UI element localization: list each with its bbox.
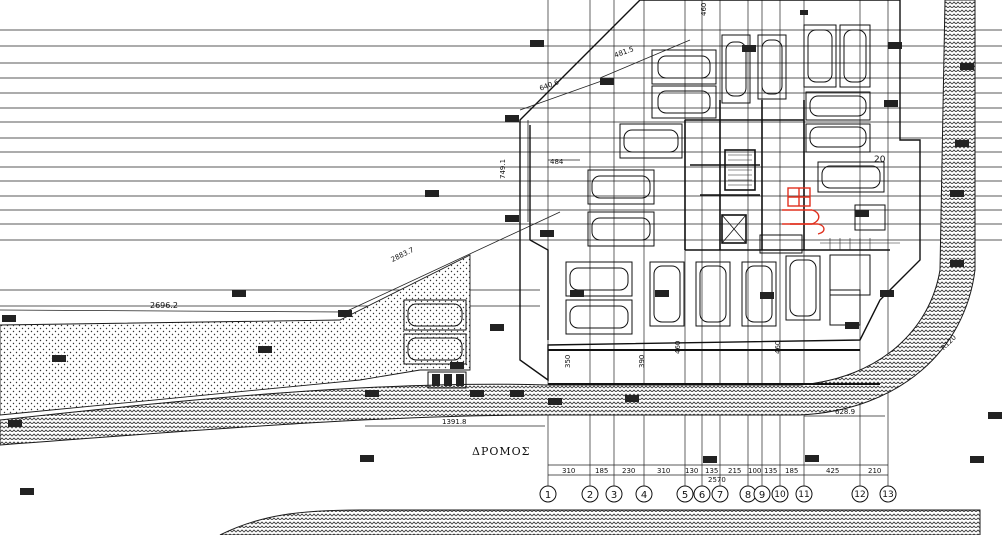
axis-label: 1 xyxy=(545,490,551,501)
spacing-label: 210 xyxy=(868,467,881,475)
spacing-labels: 310 185 230 310 130 135 215 100 135 185 … xyxy=(562,467,881,475)
axis-label: 5 xyxy=(682,490,688,501)
road-label: ΔΡΟΜΟΣ xyxy=(472,445,530,458)
bottom-road-band xyxy=(219,509,981,535)
dim-bottom-left: 1391.8 xyxy=(442,418,467,426)
dim-v390: 390 xyxy=(638,355,646,368)
dim-bottom-right: 628.9 xyxy=(835,408,855,416)
parking-bays xyxy=(403,24,885,365)
building-outline xyxy=(519,0,921,385)
axis-label: 4 xyxy=(641,490,647,501)
axis-label: 7 xyxy=(717,490,723,501)
level-markers xyxy=(2,10,1002,495)
spacing-label: 100 xyxy=(748,467,761,475)
grid-axis-labels: 1 2 3 4 5 6 7 8 9 10 11 12 13 xyxy=(545,490,894,501)
stairs xyxy=(728,154,900,250)
spacing-label: 310 xyxy=(657,467,670,475)
spacing-label: 215 xyxy=(728,467,741,475)
axis-label: 10 xyxy=(774,490,786,500)
axis-label: 11 xyxy=(798,490,809,500)
spacing-label: 135 xyxy=(705,467,718,475)
spacing-label: 185 xyxy=(785,467,798,475)
spacing-label: 230 xyxy=(622,467,635,475)
dimension-lines xyxy=(0,39,888,476)
interior-walls xyxy=(684,100,890,326)
spacing-label: 310 xyxy=(562,467,575,475)
grid-axis-bubbles xyxy=(539,485,897,503)
dim-v460: 460 xyxy=(674,341,682,354)
spacing-label: 185 xyxy=(595,467,608,475)
spacing-label: 135 xyxy=(764,467,777,475)
guide-lines xyxy=(0,29,1002,307)
red-marked-stair xyxy=(782,187,825,235)
axis-label: 13 xyxy=(882,490,893,500)
dim-diag-long: 2883.7 xyxy=(390,246,416,264)
axis-label: 9 xyxy=(759,490,765,501)
dim-diag-right: 481.5 xyxy=(613,45,635,59)
dim-total-width: 2570 xyxy=(708,476,726,484)
axis-label: 8 xyxy=(745,490,751,501)
axis-label: 12 xyxy=(854,490,865,500)
axis-label: 3 xyxy=(611,490,617,501)
axis-label: 2 xyxy=(587,490,593,501)
dim-v460b: 460 xyxy=(700,3,708,16)
dotted-area xyxy=(0,254,471,416)
entrance-ramp xyxy=(427,371,467,389)
dim-short-484: 484 xyxy=(550,158,564,166)
axis-label: 6 xyxy=(699,490,705,501)
dim-left-vertical: 749.1 xyxy=(499,159,507,179)
spacing-label: 130 xyxy=(685,467,698,475)
road-band xyxy=(0,0,976,446)
dim-v350: 350 xyxy=(564,355,572,368)
room-number: 20 xyxy=(874,155,886,165)
spacing-label: 425 xyxy=(826,467,839,475)
dim-top-left: 2696.2 xyxy=(150,301,178,310)
dim-v460c: 460 xyxy=(774,341,782,354)
